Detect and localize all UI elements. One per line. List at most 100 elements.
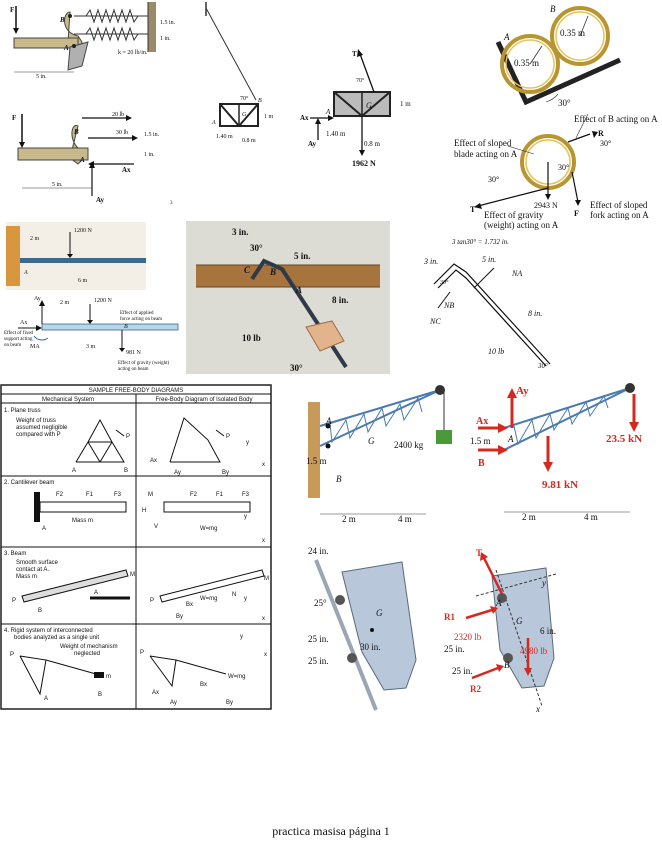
pipe-fbd-grav-1: Effect of gravity: [484, 210, 544, 220]
pipe-A-label: A: [503, 32, 510, 42]
crane-A: A: [325, 416, 332, 426]
truss-fbd-Ay: Ay: [308, 140, 317, 148]
crowbar-B: B: [269, 267, 276, 277]
pipe-fbd-angle-b: 30°: [488, 175, 499, 184]
row4-title: 4. Rigid system of interconnected: [4, 628, 93, 634]
crane-G: G: [368, 436, 375, 446]
row2-F3: F3: [114, 492, 122, 498]
row2-fbd-F2: F2: [190, 492, 198, 498]
row4-desc2: neglected: [74, 651, 100, 657]
crowbar-d5: 5 in.: [294, 251, 311, 261]
row3-fbd-P: P: [150, 598, 154, 604]
fig-crane-fbd: Ay Ax A 1.5 m B 23.5 kN 9.81 kN 2 m 4 m: [466, 380, 658, 522]
row2-fbd-M: M: [148, 492, 153, 498]
pipe-fbd-drawing: Effect of B acting on A R 30° Effect of …: [454, 113, 658, 230]
row4-fbd-W: W=mg: [228, 674, 246, 680]
truss-cable-B: B: [258, 98, 262, 104]
crane-fbd-d2: 2 m: [522, 512, 536, 522]
row3-B: B: [38, 608, 42, 614]
sketch-angle-30: 30°: [537, 362, 548, 370]
row4-fbd-By: By: [226, 700, 233, 706]
cantilever-fbd-Ay: Ay: [34, 296, 41, 302]
row1-fbd-P: P: [226, 434, 230, 440]
row2-axis-x: x: [262, 538, 265, 544]
plate-fbd-d25b: 25 in.: [452, 666, 473, 676]
crane-fbd-B: B: [478, 458, 485, 469]
row3-fbd-W: W=mg: [200, 596, 218, 602]
lever-d15-label: 1.5 in.: [160, 20, 176, 26]
lever-fbd-Ay: Ay: [96, 196, 105, 204]
fbd-row-rigid-system: 4. Rigid system of interconnected bodies…: [4, 628, 267, 706]
truss-cable-d08: 0.8 m: [242, 138, 256, 144]
row3-fbd-By: By: [176, 614, 183, 620]
sketch-d3: 3 in.: [423, 257, 438, 266]
row4-fbd-P: P: [140, 650, 144, 656]
truss-fbd-d08: 0.8 m: [364, 140, 381, 148]
row3-desc1: Smooth surface: [16, 560, 59, 566]
sketch-d8: 8 in.: [528, 309, 542, 318]
plate-fbd-R1: R1: [444, 612, 455, 622]
row4-desc1: Weight of mechanism: [60, 644, 118, 650]
row4-axis-y: y: [240, 634, 243, 640]
plate-fbd-d6: 6 in.: [540, 626, 556, 636]
cantilever-fbd-Ax: Ax: [20, 320, 27, 326]
lever-B-label: B: [59, 16, 65, 24]
fig-crowbar: 3 in. 30° 5 in. C B A 8 in. 10 lb 30°: [186, 221, 390, 374]
plate-fbd-d25a: 25 in.: [444, 644, 465, 654]
plate-G: G: [376, 608, 383, 618]
lever-d5-label: 5 in.: [36, 74, 47, 80]
row1-axis-x: x: [262, 462, 265, 468]
fig-cantilever-beam: 2 m 1200 N A 6 m: [6, 222, 146, 290]
fig-truss-cable: 70° B A G 1 m 1.40 m 0.8 m: [200, 2, 275, 144]
pipe-fbd-grav-2: (weight) acting on A: [484, 220, 559, 230]
row4-P: P: [10, 652, 14, 658]
pipe-fbd-angle-c: 30°: [558, 163, 569, 172]
cantilever-fbd-applied-2: force acting on beam: [120, 317, 162, 322]
row1-fbd-By: By: [222, 470, 229, 476]
row1-P: P: [126, 434, 130, 440]
fbd-col-mechanical: Mechanical System: [42, 397, 94, 403]
pipe-fbd-effect-B: Effect of B acting on A: [574, 114, 658, 124]
plate-fbd-T: T: [476, 548, 482, 558]
pipe-fbd-blade-1: Effect of sloped: [454, 138, 512, 148]
crowbar-d3: 3 in.: [232, 227, 249, 237]
crowbar-angle-b: 30°: [290, 363, 303, 373]
truss-fbd-A: A: [325, 108, 331, 116]
crane-fbd-981kN: 9.81 kN: [542, 479, 578, 491]
fig-pipe-fbd: Effect of B acting on A R 30° Effect of …: [448, 112, 658, 230]
fbd-table: SAMPLE FREE-BODY DIAGRAMS Mechanical Sys…: [0, 384, 272, 710]
cantilever-fbd-fixed-1: Effect of fixed: [4, 331, 34, 336]
plate-fbd-drawing: T y A R1 G 6 in. 2320 lb 25 in. 4980 lb …: [444, 548, 557, 714]
truss-fbd-T: T: [352, 50, 357, 58]
cantilever-beam-drawing: 2 m 1200 N A 6 m: [6, 222, 146, 290]
fig-lever-fbd: F B A 20 lb 30 lb 1.5 in. 1 in. 5 in. Ax…: [8, 108, 183, 206]
fig-inclined-plate: 24 in. 25° G 25 in. 30 in. 25 in.: [306, 540, 432, 716]
fbd-row-beam: 3. Beam Smooth surface contact at A. Mas…: [4, 551, 269, 622]
row4-axis-x: x: [264, 652, 267, 658]
lever-A-label: A: [63, 44, 69, 52]
crane-d4: 4 m: [398, 514, 412, 524]
pipe-fbd-T: T: [470, 205, 476, 214]
row2-F2: F2: [56, 492, 64, 498]
cantilever-fbd-d3: 3 m: [86, 344, 96, 350]
row2-fbd-F3: F3: [242, 492, 250, 498]
row3-P: P: [12, 598, 16, 604]
lever-fbd-A: A: [79, 156, 85, 164]
row1-fbd-Ay: Ay: [174, 470, 181, 476]
crane-fbd-d15: 1.5 m: [470, 436, 491, 446]
truss-cable-d1: 1 m: [264, 114, 274, 120]
crane-fbd-Ay: Ay: [516, 385, 529, 397]
row3-title: 3. Beam: [4, 551, 26, 557]
row3-axis-y: y: [244, 596, 247, 602]
row2-title: 2. Cantilever beam: [4, 480, 54, 486]
lever-spring-drawing: F B A k = 20 lb/in. 1.5 in. 1 in. 5 in.: [10, 2, 176, 80]
crowbar-drawing: 3 in. 30° 5 in. C B A 8 in. 10 lb 30°: [186, 221, 390, 374]
fig-lever-spring: F B A k = 20 lb/in. 1.5 in. 1 in. 5 in.: [8, 2, 183, 80]
plate-fbd-x: x: [535, 704, 540, 714]
lever-fbd-drawing: F B A 20 lb 30 lb 1.5 in. 1 in. 5 in. Ax…: [12, 112, 173, 206]
row3-desc2: contact at A.: [16, 567, 49, 573]
crane-fbd-235kN: 23.5 kN: [606, 433, 642, 445]
row2-fbd-W: W=mg: [200, 526, 218, 532]
row4-title2: bodies analyzed as a single unit: [14, 635, 99, 641]
sketch-NC: NC: [429, 317, 441, 326]
